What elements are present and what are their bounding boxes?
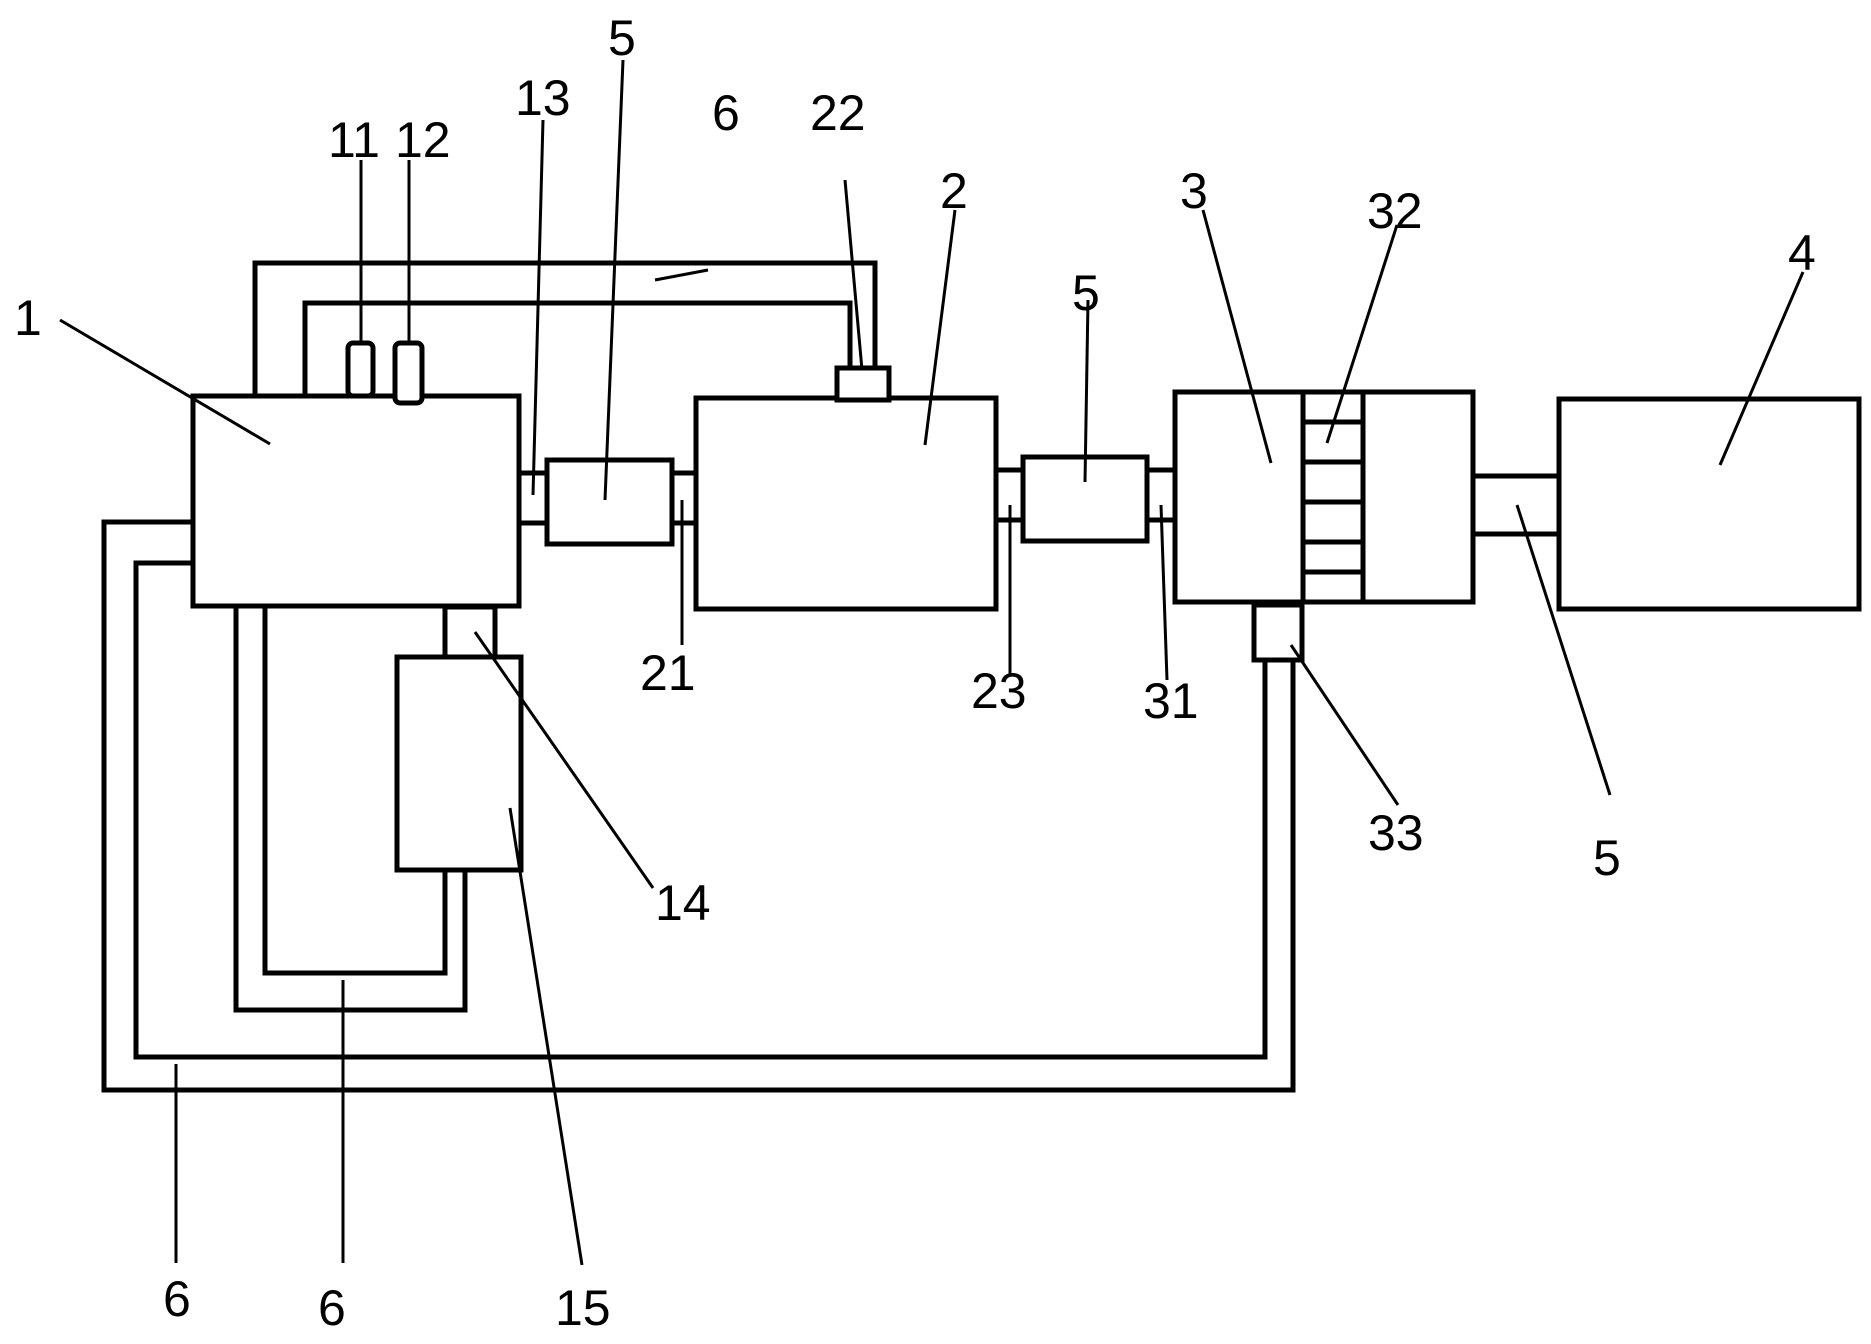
box-2 [693,395,999,612]
pipe-left-outer [101,519,1296,1093]
label-22: 22 [810,85,866,141]
label-32: 32 [1367,183,1423,239]
label-11: 11 [328,112,380,168]
label-12: 12 [395,112,451,168]
label-21: 21 [640,645,696,701]
sensor-12 [392,340,425,406]
label-2: 2 [940,163,968,219]
pipe-bottom-inner [262,607,448,976]
label-3: 3 [1180,163,1208,219]
label-13: 13 [515,70,571,126]
label-14: 14 [655,875,711,931]
grid-32 [1300,389,1366,605]
leader-lines [59,59,1805,1266]
label-5-right: 5 [1593,830,1621,886]
pipe-left-inner [133,560,1268,1060]
coupling-5-right [1470,473,1562,537]
label-1: 1 [14,290,42,346]
label-23: 23 [971,663,1027,719]
pipe-bottom-outer [233,607,468,1013]
label-6-mid: 6 [318,1280,346,1336]
box-4 [1556,396,1862,612]
pipe-top-outer [252,260,878,396]
port-22 [834,365,892,403]
sensor-11 [345,340,376,399]
port-21 [669,470,699,526]
label-33: 33 [1368,805,1424,861]
label-6-top: 6 [712,85,740,141]
label-15: 15 [555,1280,611,1336]
label-5-middle: 5 [1072,265,1100,321]
coupling-5-left [544,457,675,547]
label-31: 31 [1143,673,1199,729]
label-4: 4 [1788,225,1816,281]
box-15 [394,654,524,873]
pipe-top-inner [302,300,853,396]
label-6-left: 6 [163,1271,191,1327]
label-5-left: 5 [608,10,636,66]
